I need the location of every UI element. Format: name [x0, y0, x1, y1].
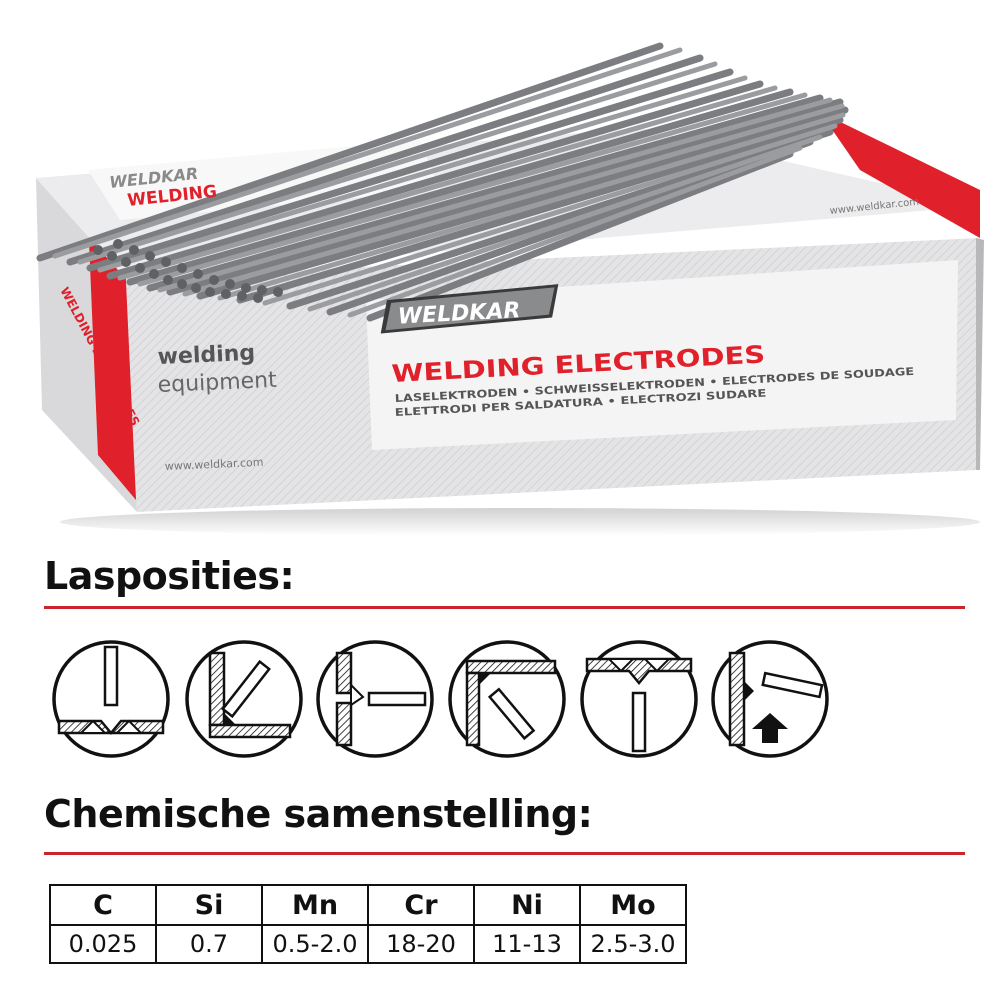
up-arrow-icon — [752, 713, 788, 743]
composition-table: C Si Mn Cr Ni Mo 0.025 0.7 0.5-2.0 18-20… — [49, 884, 687, 964]
positions-title-rule — [44, 606, 965, 609]
box-top-red-band — [820, 112, 980, 238]
welding-positions-row — [52, 640, 829, 758]
overhead-position-icon — [580, 640, 698, 758]
table-header-row: C Si Mn Cr Ni Mo — [49, 884, 687, 926]
flat-position-icon — [52, 640, 170, 758]
box-left-red-stripe — [88, 218, 136, 500]
vertical-up-position-icon — [711, 640, 829, 758]
table-row: 0.025 0.7 0.5-2.0 18-20 11-13 2.5-3.0 — [49, 924, 687, 964]
composition-title-rule — [44, 852, 965, 855]
column-header: Cr — [367, 884, 475, 926]
column-header: Mn — [261, 884, 369, 926]
product-photo: WELDKAR WELDING www.weldkar.com WELDING … — [36, 42, 984, 536]
column-header: Ni — [473, 884, 581, 926]
column-header: C — [49, 884, 157, 926]
table-cell: 0.5-2.0 — [261, 924, 369, 964]
electrode-bundle — [36, 42, 849, 322]
table-cell: 0.7 — [155, 924, 263, 964]
side-word-equipment: equipment — [157, 368, 277, 398]
composition-title: Chemische samenstelling: — [44, 792, 593, 836]
box-right-edge — [976, 238, 984, 470]
overhead-corner-position-icon — [448, 640, 566, 758]
front-website: www.weldkar.com — [165, 456, 264, 473]
floor-shadow — [60, 508, 980, 536]
horizontal-position-icon — [316, 640, 434, 758]
horizontal-vertical-position-icon — [185, 640, 303, 758]
side-word-welding: welding — [157, 341, 255, 370]
table-cell: 2.5-3.0 — [579, 924, 687, 964]
table-cell: 11-13 — [473, 924, 581, 964]
column-header: Mo — [579, 884, 687, 926]
column-header: Si — [155, 884, 263, 926]
positions-title: Lasposities: — [44, 554, 295, 598]
table-cell: 0.025 — [49, 924, 157, 964]
table-cell: 18-20 — [367, 924, 475, 964]
